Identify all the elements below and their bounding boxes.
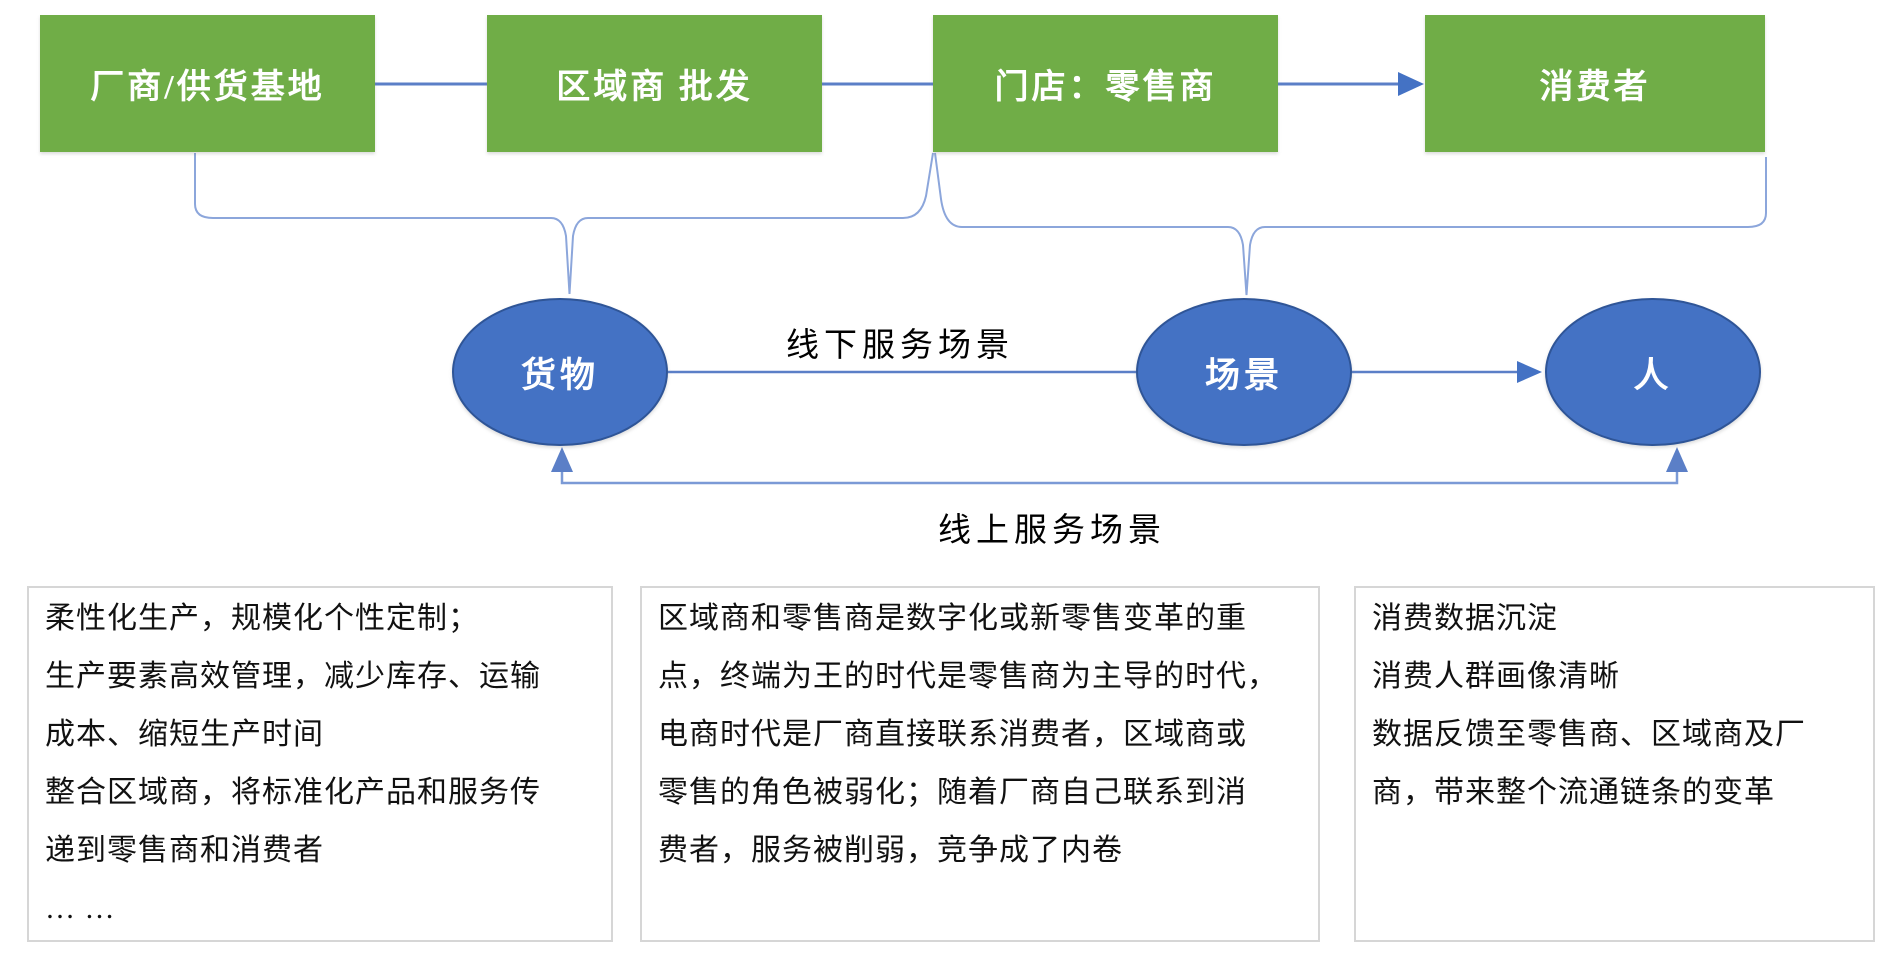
panel-scene-notes: 区域商和零售商是数字化或新零售变革的重 点，终端为王的时代是零售商为主导的时代，…: [640, 586, 1320, 942]
ellipse-goods: 货物: [452, 298, 668, 446]
arrowhead-right-icon: [1517, 361, 1542, 383]
brace-right: [934, 152, 1767, 296]
panel-line: 消费数据沉淀: [1372, 602, 1558, 635]
ellipse-people-label: 人: [1633, 355, 1673, 395]
panel-line: … …: [45, 892, 116, 925]
flow-box-consumer-label: 消费者: [1539, 69, 1651, 106]
flow-box-supplier: 厂商/供货基地: [40, 15, 375, 152]
panel-line: 消费人群画像清晰: [1372, 660, 1620, 693]
ellipse-people: 人: [1545, 298, 1761, 446]
panel-line: 零售的角色被弱化；随着厂商自己联系到消: [658, 776, 1247, 809]
panel-line: 成本、缩短生产时间: [45, 718, 324, 751]
panel-line: 点，终端为王的时代是零售商为主导的时代，: [658, 660, 1278, 693]
panel-line: 费者，服务被削弱，竞争成了内卷: [658, 834, 1123, 867]
offline-scenario-label: 线下服务场景: [786, 328, 1014, 364]
panel-line: 数据反馈至零售商、区域商及厂: [1372, 718, 1806, 751]
panel-line: 商，带来整个流通链条的变革: [1372, 776, 1775, 809]
arrowhead-up-icon: [551, 447, 573, 472]
ellipse-scene: 场景: [1136, 298, 1352, 446]
online-scenario-label: 线上服务场景: [938, 513, 1166, 549]
flow-box-retailer: 门店：零售商: [933, 15, 1278, 152]
connector-online-loop: [560, 458, 1679, 485]
flow-box-wholesaler-label: 区域商 批发: [556, 69, 753, 106]
panel-line: 柔性化生产，规模化个性定制；: [45, 602, 479, 635]
brace-left: [194, 152, 934, 295]
flow-box-consumer: 消费者: [1425, 15, 1765, 152]
panel-line: 整合区域商，将标准化产品和服务传: [45, 776, 541, 809]
panel-line: 区域商和零售商是数字化或新零售变革的重: [658, 602, 1247, 635]
ellipse-goods-label: 货物: [520, 355, 599, 395]
arrowhead-up-icon: [1666, 447, 1688, 472]
flow-box-supplier-label: 厂商/供货基地: [90, 69, 325, 106]
panel-line: 递到零售商和消费者: [45, 834, 324, 867]
panel-goods-notes: 柔性化生产，规模化个性定制； 生产要素高效管理，减少库存、运输 成本、缩短生产时…: [27, 586, 613, 942]
panel-people-notes: 消费数据沉淀 消费人群画像清晰 数据反馈至零售商、区域商及厂 商，带来整个流通链…: [1354, 586, 1875, 942]
ellipse-scene-label: 场景: [1204, 355, 1283, 395]
flow-box-retailer-label: 门店：零售商: [994, 69, 1217, 106]
arrowhead-right-icon: [1398, 72, 1424, 96]
panel-line: 生产要素高效管理，减少库存、运输: [45, 660, 541, 693]
flow-box-wholesaler: 区域商 批发: [487, 15, 822, 152]
panel-line: 电商时代是厂商直接联系消费者，区域商或: [658, 718, 1247, 751]
